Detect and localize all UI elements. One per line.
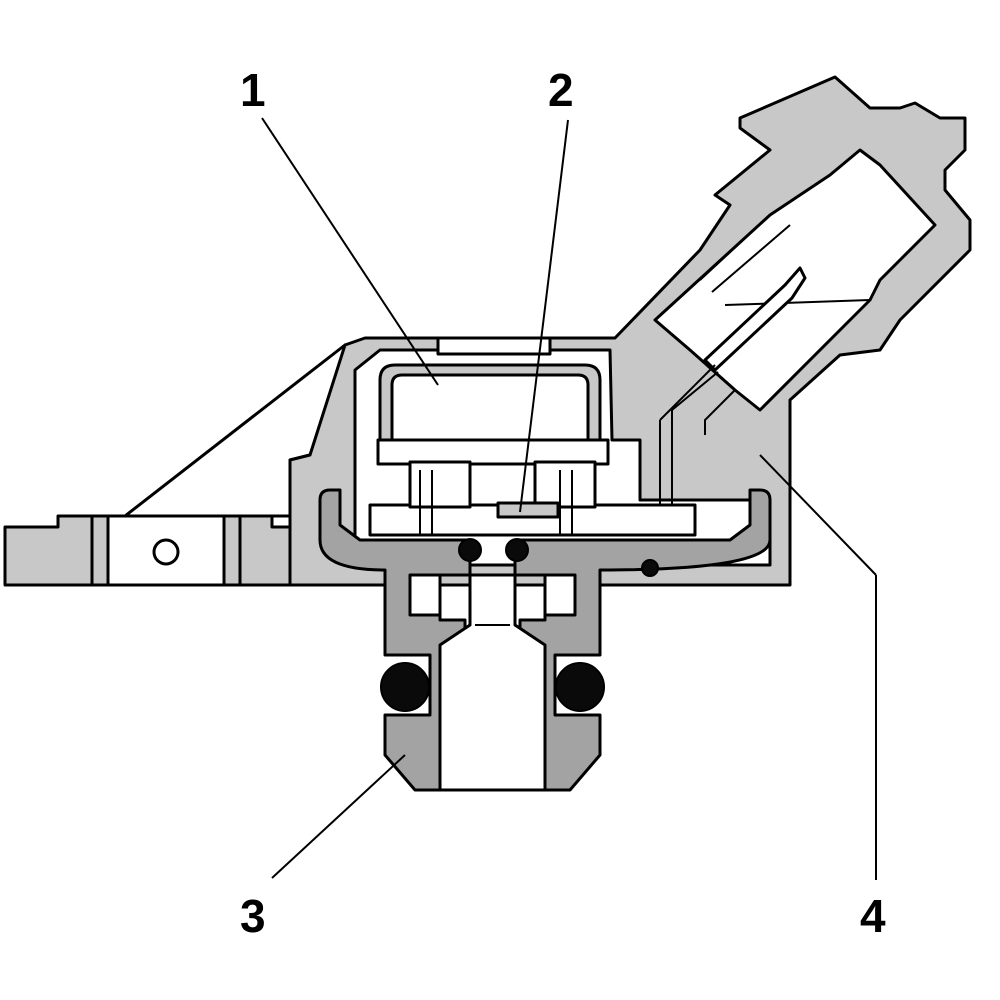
connector-socket xyxy=(653,148,937,505)
leader-lines xyxy=(261,117,877,880)
small-seal xyxy=(641,559,659,577)
mounting-hole xyxy=(152,538,180,566)
inner-o-ring-right xyxy=(505,538,529,562)
callout-4: 4 xyxy=(860,890,886,942)
inner-o-ring-left xyxy=(458,538,482,562)
terminal-pin xyxy=(703,266,807,372)
seals xyxy=(380,538,659,712)
callout-3: 3 xyxy=(240,890,266,942)
callout-1: 1 xyxy=(240,64,266,116)
outer-o-ring-right xyxy=(555,662,605,712)
pressure-nozzle xyxy=(318,488,772,792)
outer-o-ring-left xyxy=(380,662,430,712)
circuit-board xyxy=(408,460,597,535)
callout-2: 2 xyxy=(548,64,574,116)
